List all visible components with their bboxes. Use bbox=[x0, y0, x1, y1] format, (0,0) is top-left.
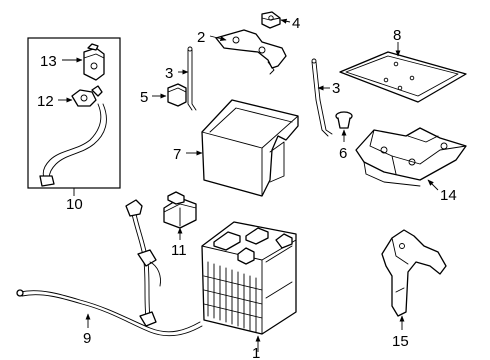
callout-15: 15 bbox=[392, 333, 409, 350]
callout-13: 13 bbox=[40, 53, 57, 70]
part-9-wiring-harness bbox=[16, 199, 203, 337]
callout-14: 14 bbox=[440, 187, 457, 204]
part-1-battery bbox=[201, 221, 297, 335]
callout-5: 5 bbox=[140, 89, 148, 106]
part-3-hold-down-rod-right bbox=[311, 58, 333, 137]
leader-lines bbox=[58, 18, 439, 352]
part-3-hold-down-rod-left bbox=[187, 46, 197, 111]
callout-12: 12 bbox=[37, 93, 54, 110]
callout-1: 1 bbox=[252, 345, 260, 360]
callout-4: 4 bbox=[292, 15, 300, 32]
part-8-tray-pad bbox=[339, 51, 467, 103]
part-13-terminal-bracket bbox=[83, 43, 105, 81]
part-4-nut bbox=[261, 11, 281, 29]
part-14-battery-tray bbox=[355, 127, 467, 187]
part-6-grommet bbox=[335, 111, 353, 129]
callout-6: 6 bbox=[339, 145, 347, 162]
callout-3-right: 3 bbox=[332, 80, 340, 97]
callout-9: 9 bbox=[83, 330, 91, 347]
part-15-support-bracket bbox=[381, 229, 447, 317]
callout-8: 8 bbox=[393, 27, 401, 44]
part-12-terminal-clamp bbox=[71, 85, 103, 107]
callout-7: 7 bbox=[173, 146, 181, 163]
callout-11: 11 bbox=[171, 242, 187, 259]
part-5-clip bbox=[167, 83, 187, 107]
callout-2: 2 bbox=[197, 29, 205, 46]
part-10-battery-cable bbox=[39, 103, 107, 187]
part-7-battery-insulator bbox=[201, 99, 299, 197]
callout-10: 10 bbox=[66, 196, 83, 213]
part-11-fuse-block bbox=[163, 191, 197, 229]
part-2-hold-down-bracket bbox=[215, 29, 287, 75]
callout-3-left: 3 bbox=[165, 65, 173, 82]
